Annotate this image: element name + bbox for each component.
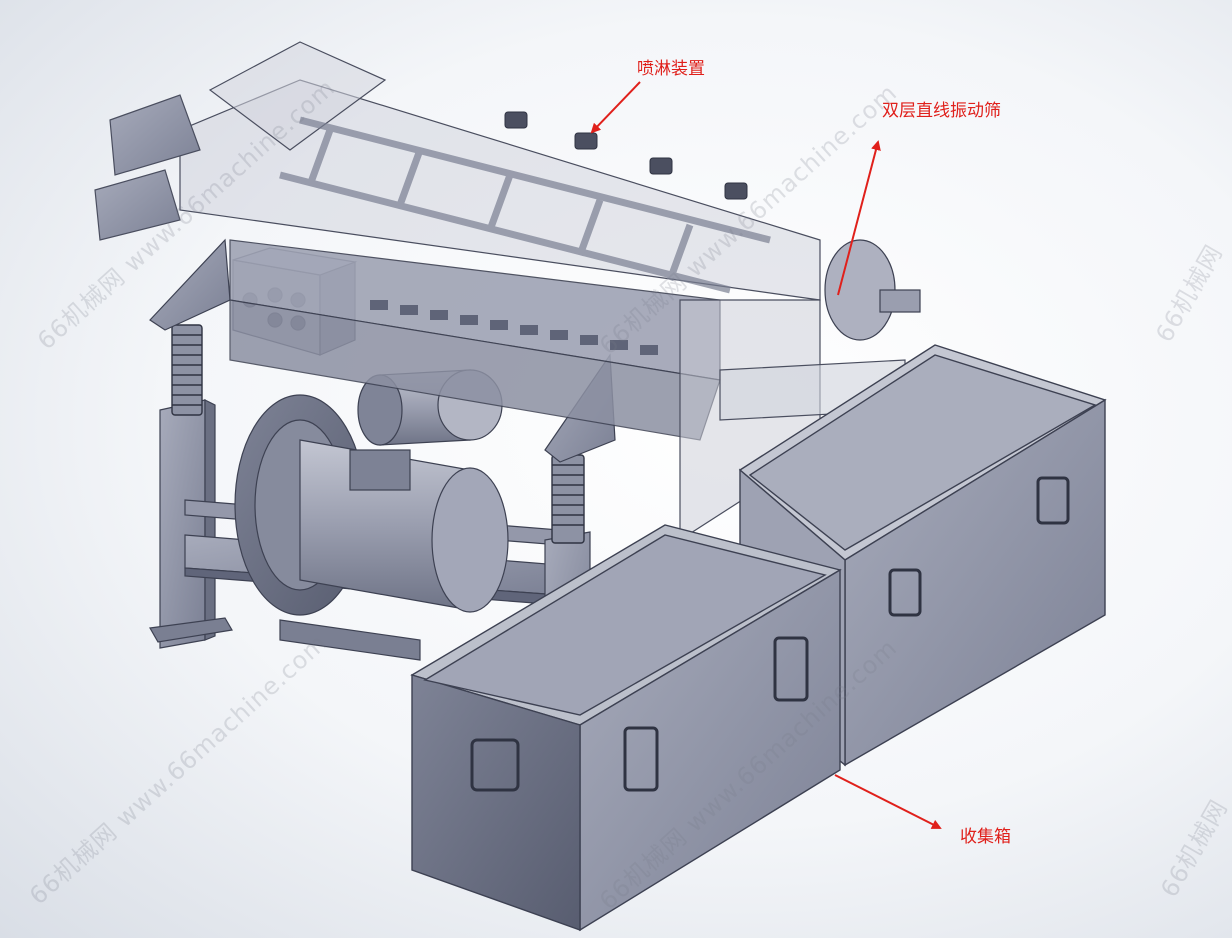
side-cyclone — [824, 239, 921, 341]
collection-box-front — [410, 524, 842, 932]
spray-pipes — [279, 116, 771, 294]
arrow-box — [834, 774, 942, 829]
label-double-layer-screen: 双层直线振动筛 — [882, 101, 1001, 121]
label-collection-box: 收集箱 — [960, 827, 1011, 847]
blower-motor — [234, 394, 509, 616]
spray-nozzles — [504, 111, 748, 200]
screen-body — [149, 238, 721, 463]
label-spray-device: 喷淋装置 — [637, 59, 705, 79]
spring-left — [171, 324, 203, 416]
arrow-spray — [590, 81, 641, 134]
spring-right — [551, 454, 585, 544]
arrow-screen — [837, 140, 881, 296]
